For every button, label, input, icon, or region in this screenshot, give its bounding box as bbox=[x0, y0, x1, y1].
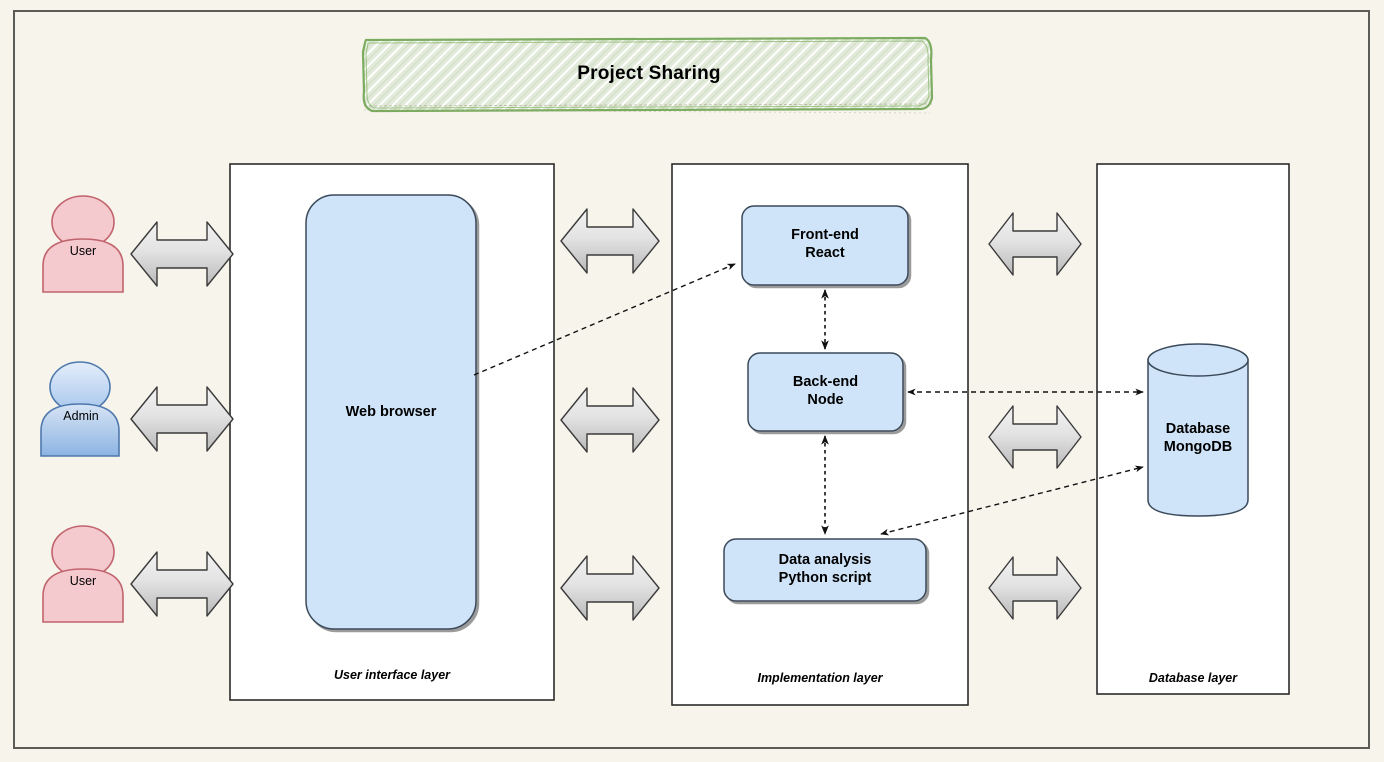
diagram-outer-frame bbox=[13, 10, 1370, 749]
